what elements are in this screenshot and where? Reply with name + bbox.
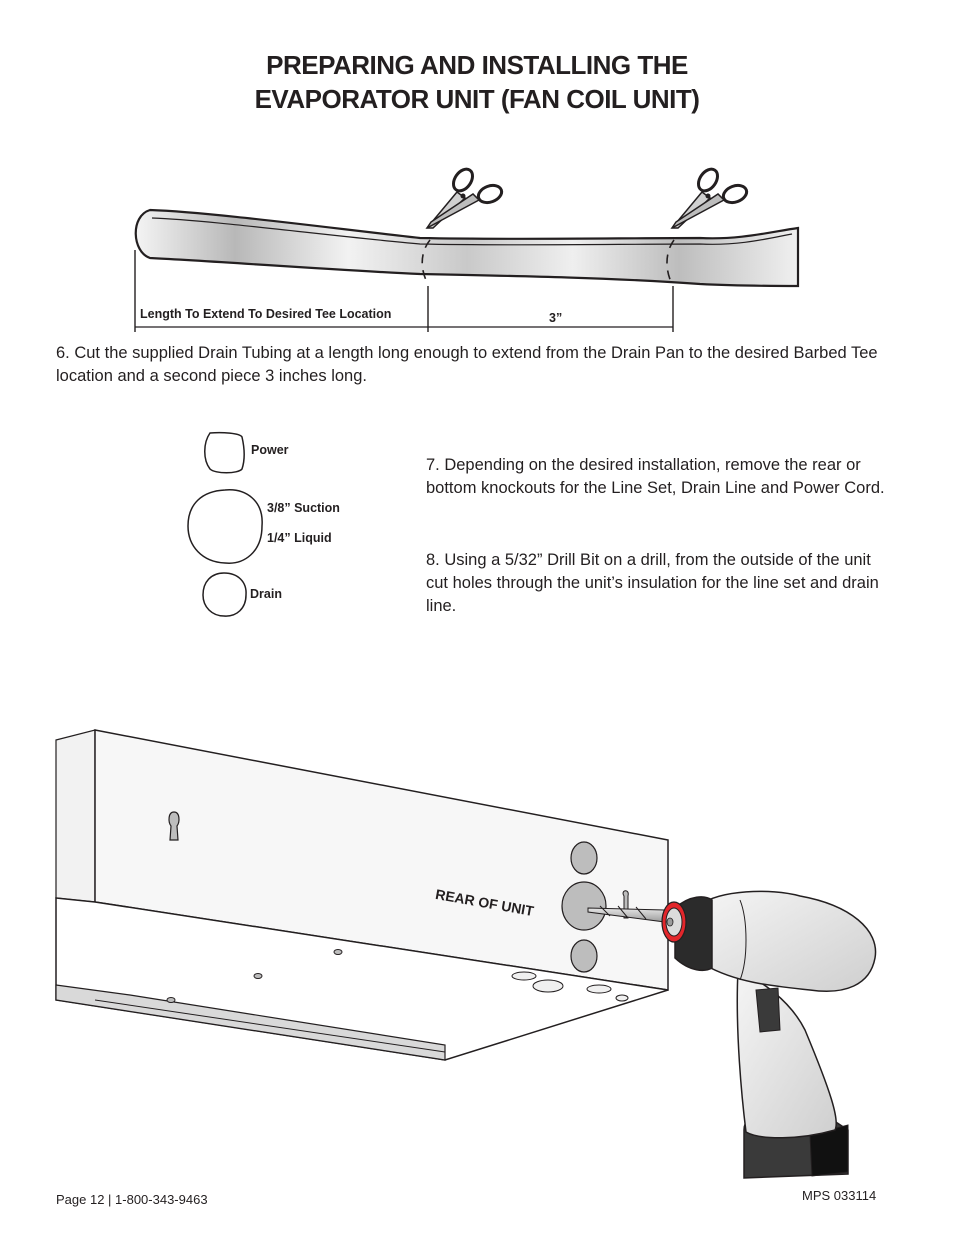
drain-knockout: [202, 572, 247, 617]
knockout-diagram: [187, 431, 263, 617]
footer-page-phone: Page 12 | 1-800-343-9463: [56, 1192, 208, 1207]
power-label: Power: [251, 443, 289, 457]
drain-tube: [134, 208, 800, 288]
drain-tubing-illustration: [134, 167, 800, 332]
unit-drill-illustration: [55, 729, 877, 1179]
rear-drain-knockout: [570, 939, 598, 973]
cut-line-2: [666, 239, 675, 285]
step-6-text: 6. Cut the supplied Drain Tubing at a le…: [56, 344, 878, 385]
drain-label: Drain: [250, 587, 282, 601]
page-title: PREPARING AND INSTALLING THE EVAPORATOR …: [0, 48, 954, 116]
liquid-label: 1/4” Liquid: [267, 531, 332, 545]
power-knockout: [204, 431, 245, 474]
step-7-text: 7. Depending on the desired installation…: [426, 456, 885, 497]
scissors-icon: [425, 167, 504, 229]
rear-power-knockout: [570, 841, 598, 875]
cordless-drill: [661, 890, 877, 1179]
line-set-knockout: [187, 489, 263, 564]
length-label: Length To Extend To Desired Tee Location: [140, 307, 392, 321]
rear-line-set-knockout: [561, 881, 607, 931]
title-line-2: EVAPORATOR UNIT (FAN COIL UNIT): [254, 84, 700, 114]
suction-label: 3/8” Suction: [267, 501, 340, 515]
cut-line-1: [421, 239, 431, 285]
keyhole-slot: [168, 811, 180, 841]
piece-length-label: 3”: [549, 311, 563, 325]
step-8-text: 8. Using a 5/32” Drill Bit on a drill, f…: [426, 551, 879, 615]
footer-document-code: MPS 033114: [802, 1188, 877, 1203]
scissors-icon: [670, 167, 749, 229]
title-line-1: PREPARING AND INSTALLING THE: [266, 50, 688, 80]
